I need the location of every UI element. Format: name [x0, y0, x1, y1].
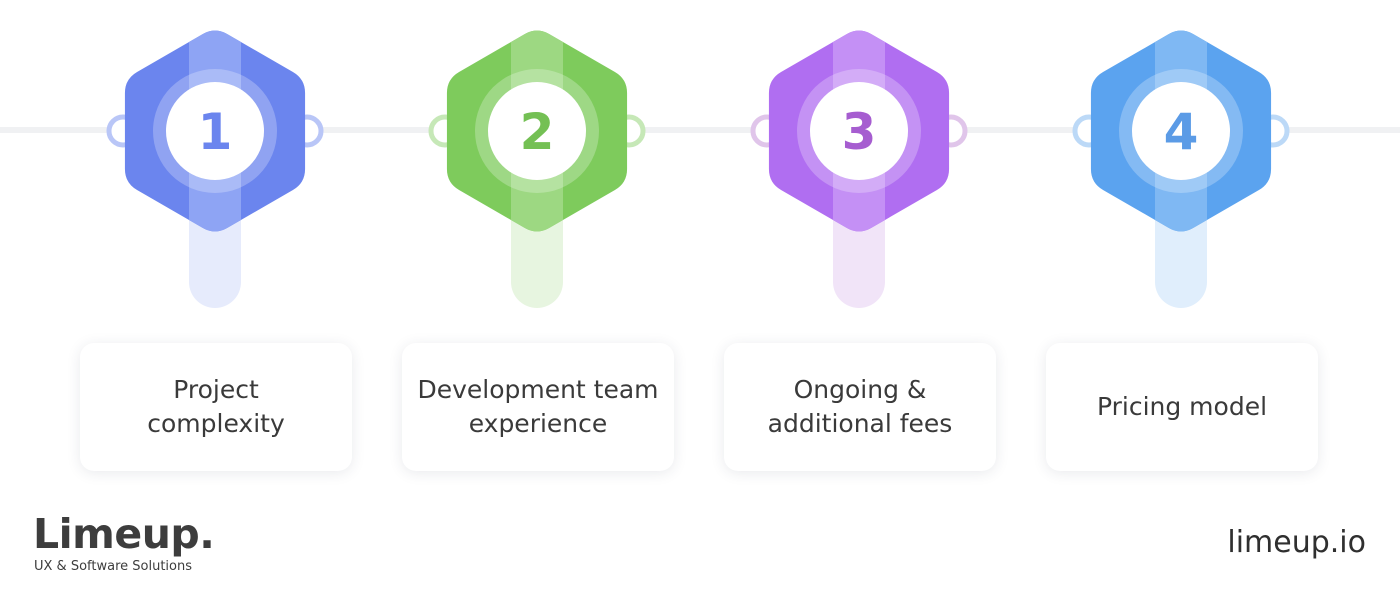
- number-circle: [1132, 82, 1230, 180]
- step-card: Project complexity: [80, 343, 352, 471]
- brand-logo: Limeup. UX & Software Solutions: [33, 508, 233, 578]
- step-number: 1: [198, 103, 233, 161]
- step-label: Development team experience: [417, 375, 659, 438]
- step-label: Project complexity: [147, 375, 285, 438]
- step-card: Ongoing & additional fees: [724, 343, 996, 471]
- step-number: 3: [842, 103, 877, 161]
- step-3-badge: 3: [750, 30, 968, 308]
- number-circle: [488, 82, 586, 180]
- number-circle: [810, 82, 908, 180]
- step-4-badge: 4: [1072, 30, 1290, 308]
- step-number: 4: [1164, 103, 1199, 161]
- site-url: limeup.io: [1227, 525, 1366, 560]
- step-1-badge: 1: [106, 30, 324, 308]
- step-card: Development team experience: [402, 343, 674, 471]
- step-card: Pricing model: [1046, 343, 1318, 471]
- step-2-badge: 2: [428, 30, 646, 308]
- step-label: Pricing model: [1096, 392, 1268, 421]
- number-circle: [166, 82, 264, 180]
- brand-name: Limeup.: [33, 510, 215, 558]
- step-number: 2: [520, 103, 555, 161]
- connector-line: [0, 127, 1400, 133]
- brand-tagline: UX & Software Solutions: [34, 559, 192, 574]
- step-label: Ongoing & additional fees: [767, 375, 953, 438]
